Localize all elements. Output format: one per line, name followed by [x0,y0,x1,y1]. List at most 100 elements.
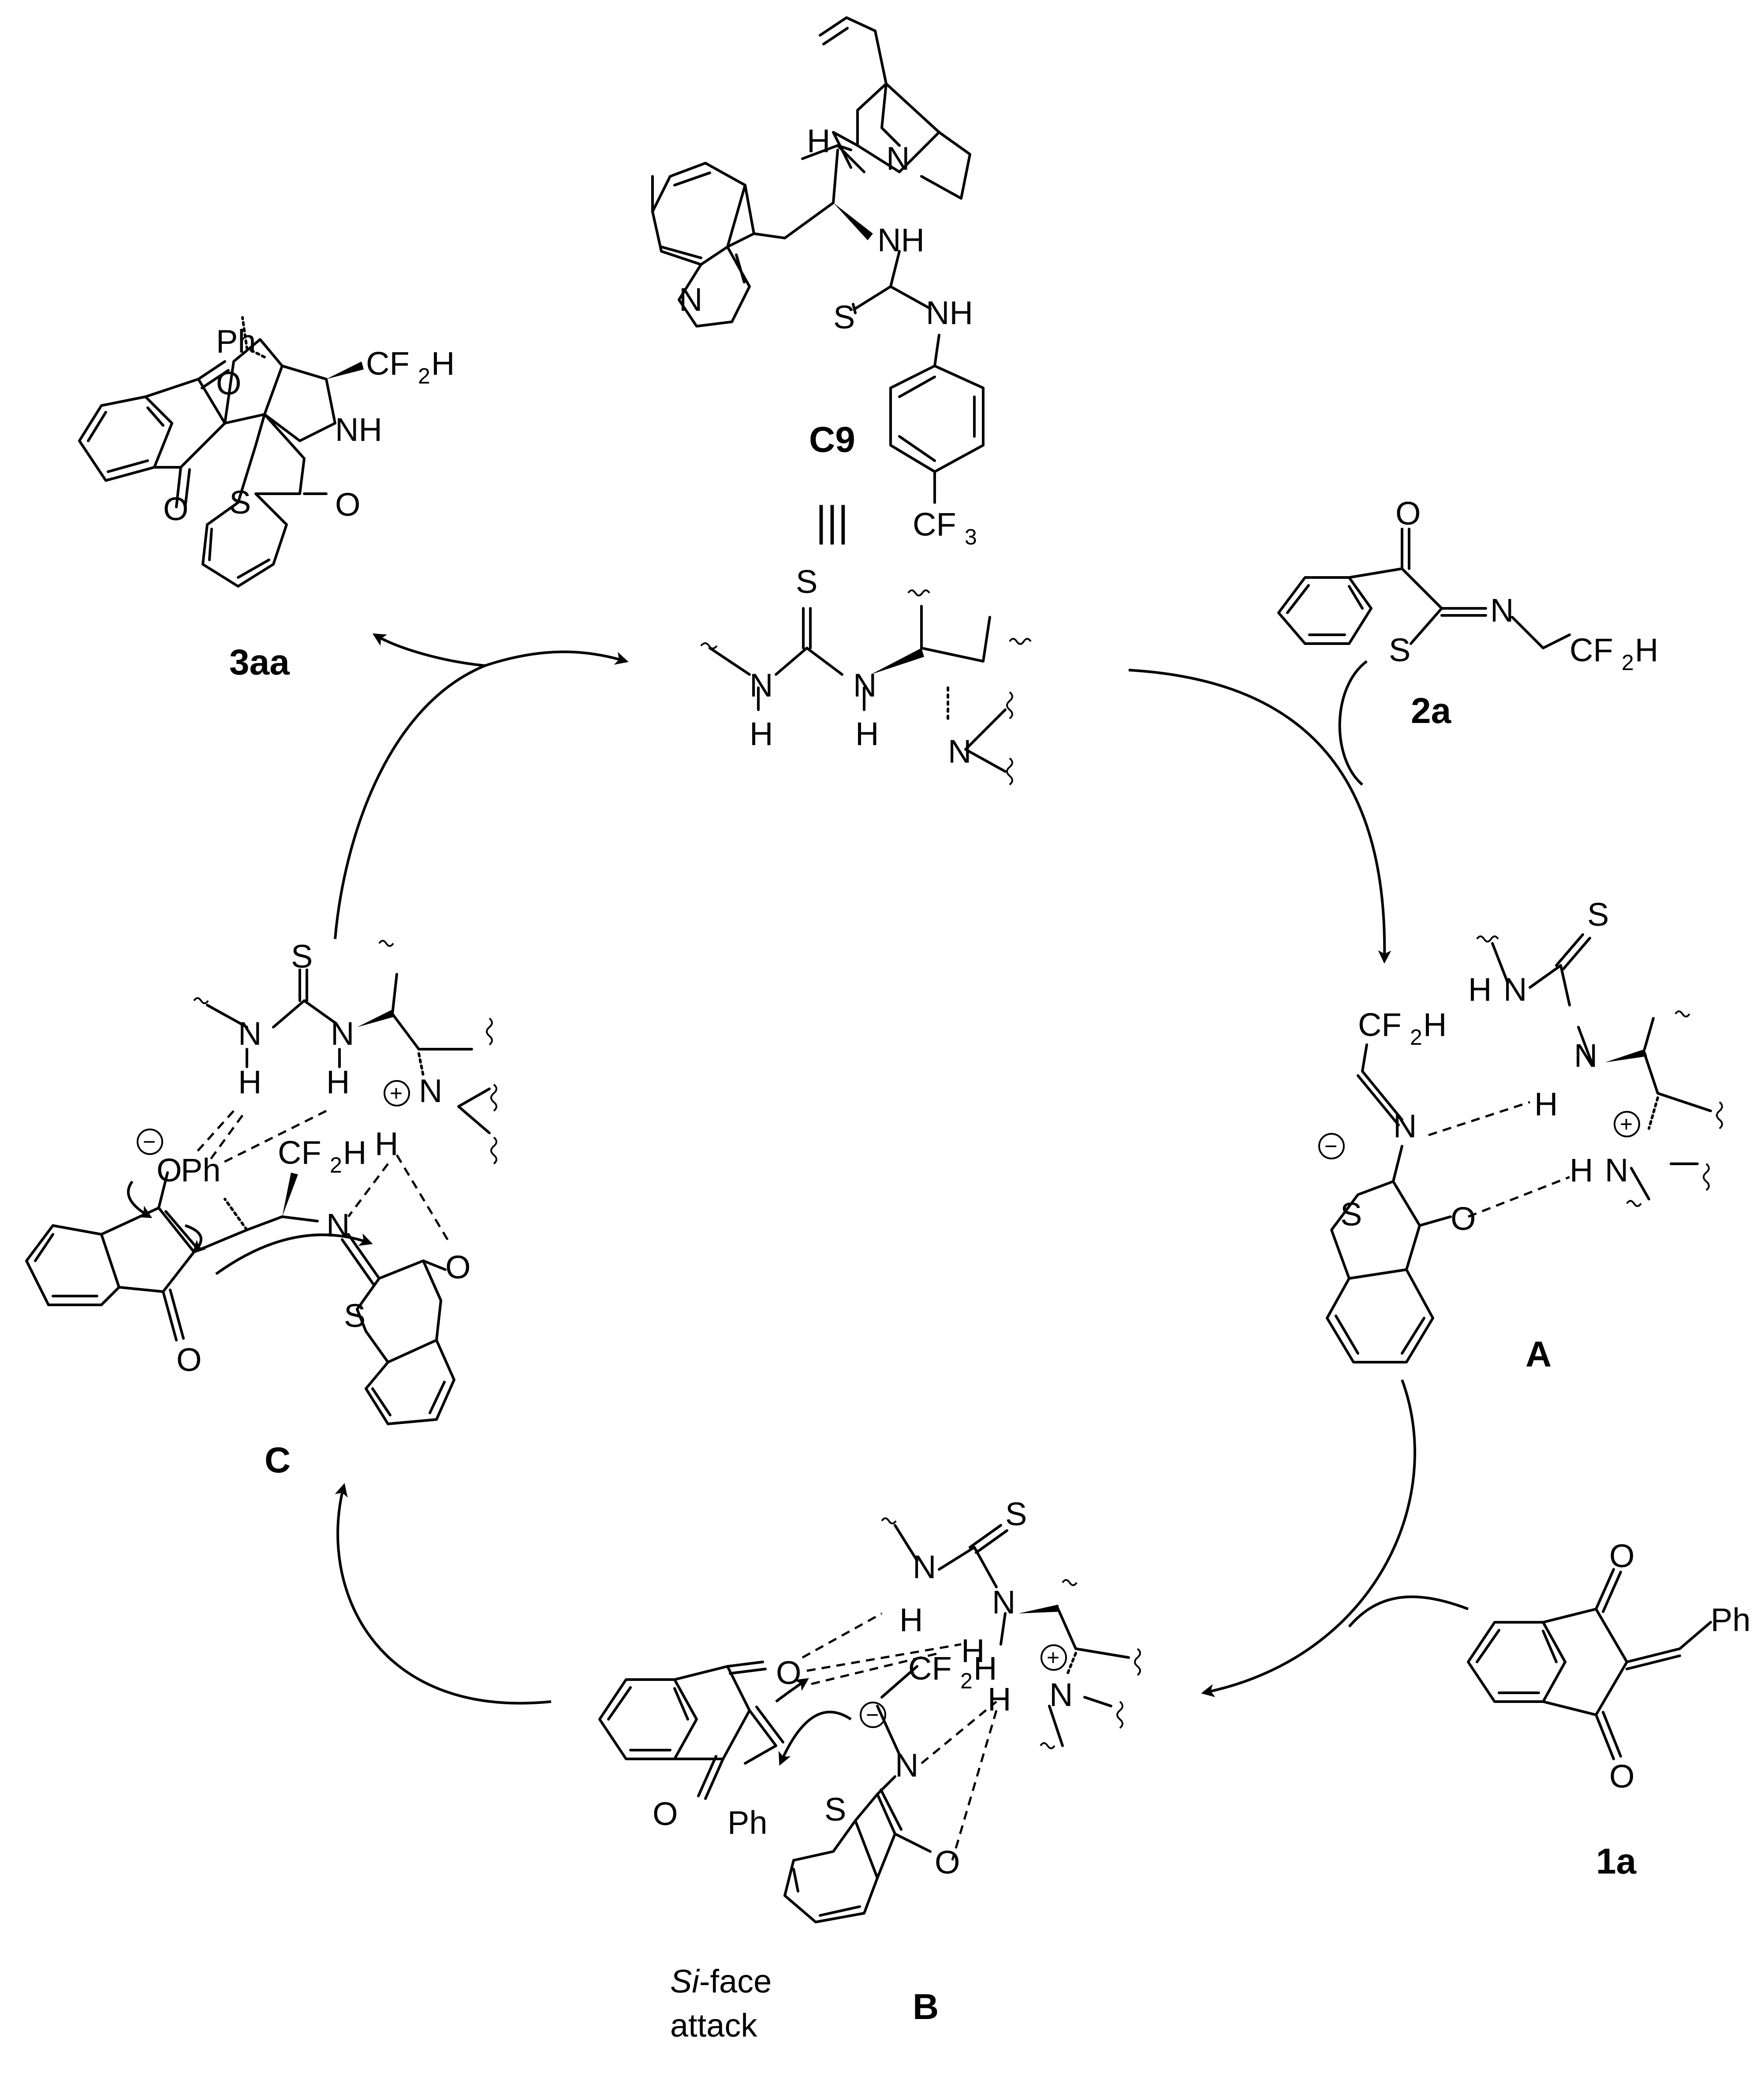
atom-h-b-3: H [988,1681,1011,1717]
equivalence-sign: ||| [816,498,849,545]
atom-h-a-3: H [1570,1152,1593,1188]
catalyst-simplified-structure [700,589,1032,786]
atom-n-a-2: N [1574,1037,1597,1074]
atom-ph-b: Ph [727,1804,768,1841]
label-c: C [265,1440,291,1480]
atom-h-c-1: H [238,1064,261,1100]
cycle-arrow-1a-entry [1348,1595,1469,1628]
electron-arrow-b-1 [775,1678,809,1703]
cf2h-b-cf: CF [908,1650,952,1687]
charge-plus-c-text: + [390,1081,403,1106]
electron-arrow-c-1 [127,1181,153,1218]
atom-n-c-ammonium: N [419,1073,442,1109]
atom-o-c-indanone: O [176,1341,202,1378]
cycle-arrow-2a-entry [1338,660,1368,786]
cf2h-a-cf: CF [1358,1006,1402,1043]
atom-n-a-imine: N [1393,1108,1417,1144]
atom-h-c8: H [807,123,830,159]
label-1a: 1a [1596,1841,1637,1881]
atom-h-a-2: H [1534,1086,1558,1122]
cycle-arrow-to-catalyst-head [485,650,629,667]
atom-n-quinuclidine: N [886,140,910,177]
cf2h-b-sub: 2 [960,1669,973,1693]
enone-1a-structure [1467,1568,1712,1760]
label-3aa: 3aa [229,642,290,682]
label-2a: 2a [1411,691,1452,731]
atom-nh-1: NH [877,222,925,258]
atom-s-2a: S [1389,632,1410,668]
atom-n-quinoline: N [679,281,702,318]
cf2h-2a-sub: 2 [1622,650,1634,675]
cf2h-a-h: H [1423,1006,1447,1043]
atom-o-3aa-1: O [216,365,242,402]
cf3-cf-text: CF [913,506,956,543]
cf2h-3aa-h: H [431,345,455,382]
atom-n-b-imine: N [895,1747,918,1784]
atom-o-3aa-2: O [163,491,189,527]
label-b: B [913,1987,939,2027]
charge-minus-c-text: − [143,1129,156,1154]
atom-o-3aa-3: O [335,486,361,523]
cf3-group-c9: CF 3 [913,506,977,549]
cf2h-b-h: H [973,1650,997,1687]
catalyst-c9-structure [651,16,985,504]
atom-nh-3aa: NH [335,411,382,448]
atom-h-c-2: H [326,1064,350,1100]
cf3-subscript: 3 [965,525,977,549]
atom-h-b-1: H [899,1602,923,1638]
cf2h-3aa-sub: 2 [418,364,430,388]
imine-2a-structure [1277,528,1571,649]
cycle-arrow-a-to-b [1201,1379,1416,1697]
atom-s-c-ring: S [344,1297,365,1334]
atom-n-simplified-2: N [853,667,876,704]
atom-s-c-thiourea: S [291,938,313,975]
atom-o-1a-1: O [1609,1538,1635,1574]
intermediate-a-structure [1326,933,1723,1363]
atom-s-b-ring: S [824,1791,846,1828]
atom-s-3aa: S [229,484,251,521]
atom-ph-c: Ph [181,1152,221,1188]
atom-nh-2: NH [926,294,973,331]
charge-plus-b-text: + [1047,1645,1059,1670]
charge-plus-a: + [1614,1111,1640,1137]
atom-o-1a-2: O [1609,1758,1635,1795]
charge-plus-b: + [1040,1644,1067,1671]
electron-arrow-c-3 [215,1233,373,1275]
cf2h-c-sub: 2 [330,1153,342,1177]
atom-n-c-2: N [331,1015,354,1052]
atom-n-simplified-1: N [750,667,773,704]
charge-minus-a-text: − [1324,1134,1337,1159]
atom-h-simplified-1: H [750,715,773,752]
atom-n-b-1: N [913,1549,936,1585]
charge-minus-b-text: − [866,1702,879,1727]
cf2h-group-2a: CF 2 H [1570,632,1658,675]
charge-minus-c: − [137,1129,163,1155]
atom-s-thiourea-c9: S [833,299,855,335]
atom-h-b-2: H [961,1632,985,1669]
atom-n-a-1: N [1503,971,1527,1008]
cf2h-group-a: CF 2 H [1358,1006,1447,1050]
cf2h-3aa-cf: CF [366,345,410,382]
cycle-arrow-catalyst-to-a [1128,669,1391,964]
atom-h-simplified-2: H [855,715,879,752]
atom-o-2a: O [1395,495,1421,532]
atom-n-b-ammonium: N [1049,1676,1073,1713]
electron-arrow-c-2 [185,1224,206,1254]
cycle-arrow-b-to-c [335,1483,552,1705]
cf2h-2a-h: H [1635,632,1658,668]
intermediate-c-structure [25,940,497,1425]
caption-si-face: Si-face [670,1963,772,2000]
atom-o-c-enolate: O [157,1152,182,1188]
atom-ph-3aa: Ph [216,323,256,360]
label-a: A [1525,1334,1551,1375]
si-face-attack-caption: Si-face attack [670,1963,772,2044]
label-c9: C9 [809,420,855,460]
cycle-arrow-c-to-catalyst [334,664,486,939]
atom-n-b-2: N [992,1584,1015,1621]
atom-o-b-3: O [935,1844,960,1881]
product-3aa-structure [78,316,364,588]
intermediate-b-structure [598,1517,1141,1923]
atom-o-c-ketone: O [445,1249,471,1285]
atom-s-b-thiourea: S [1005,1496,1027,1532]
